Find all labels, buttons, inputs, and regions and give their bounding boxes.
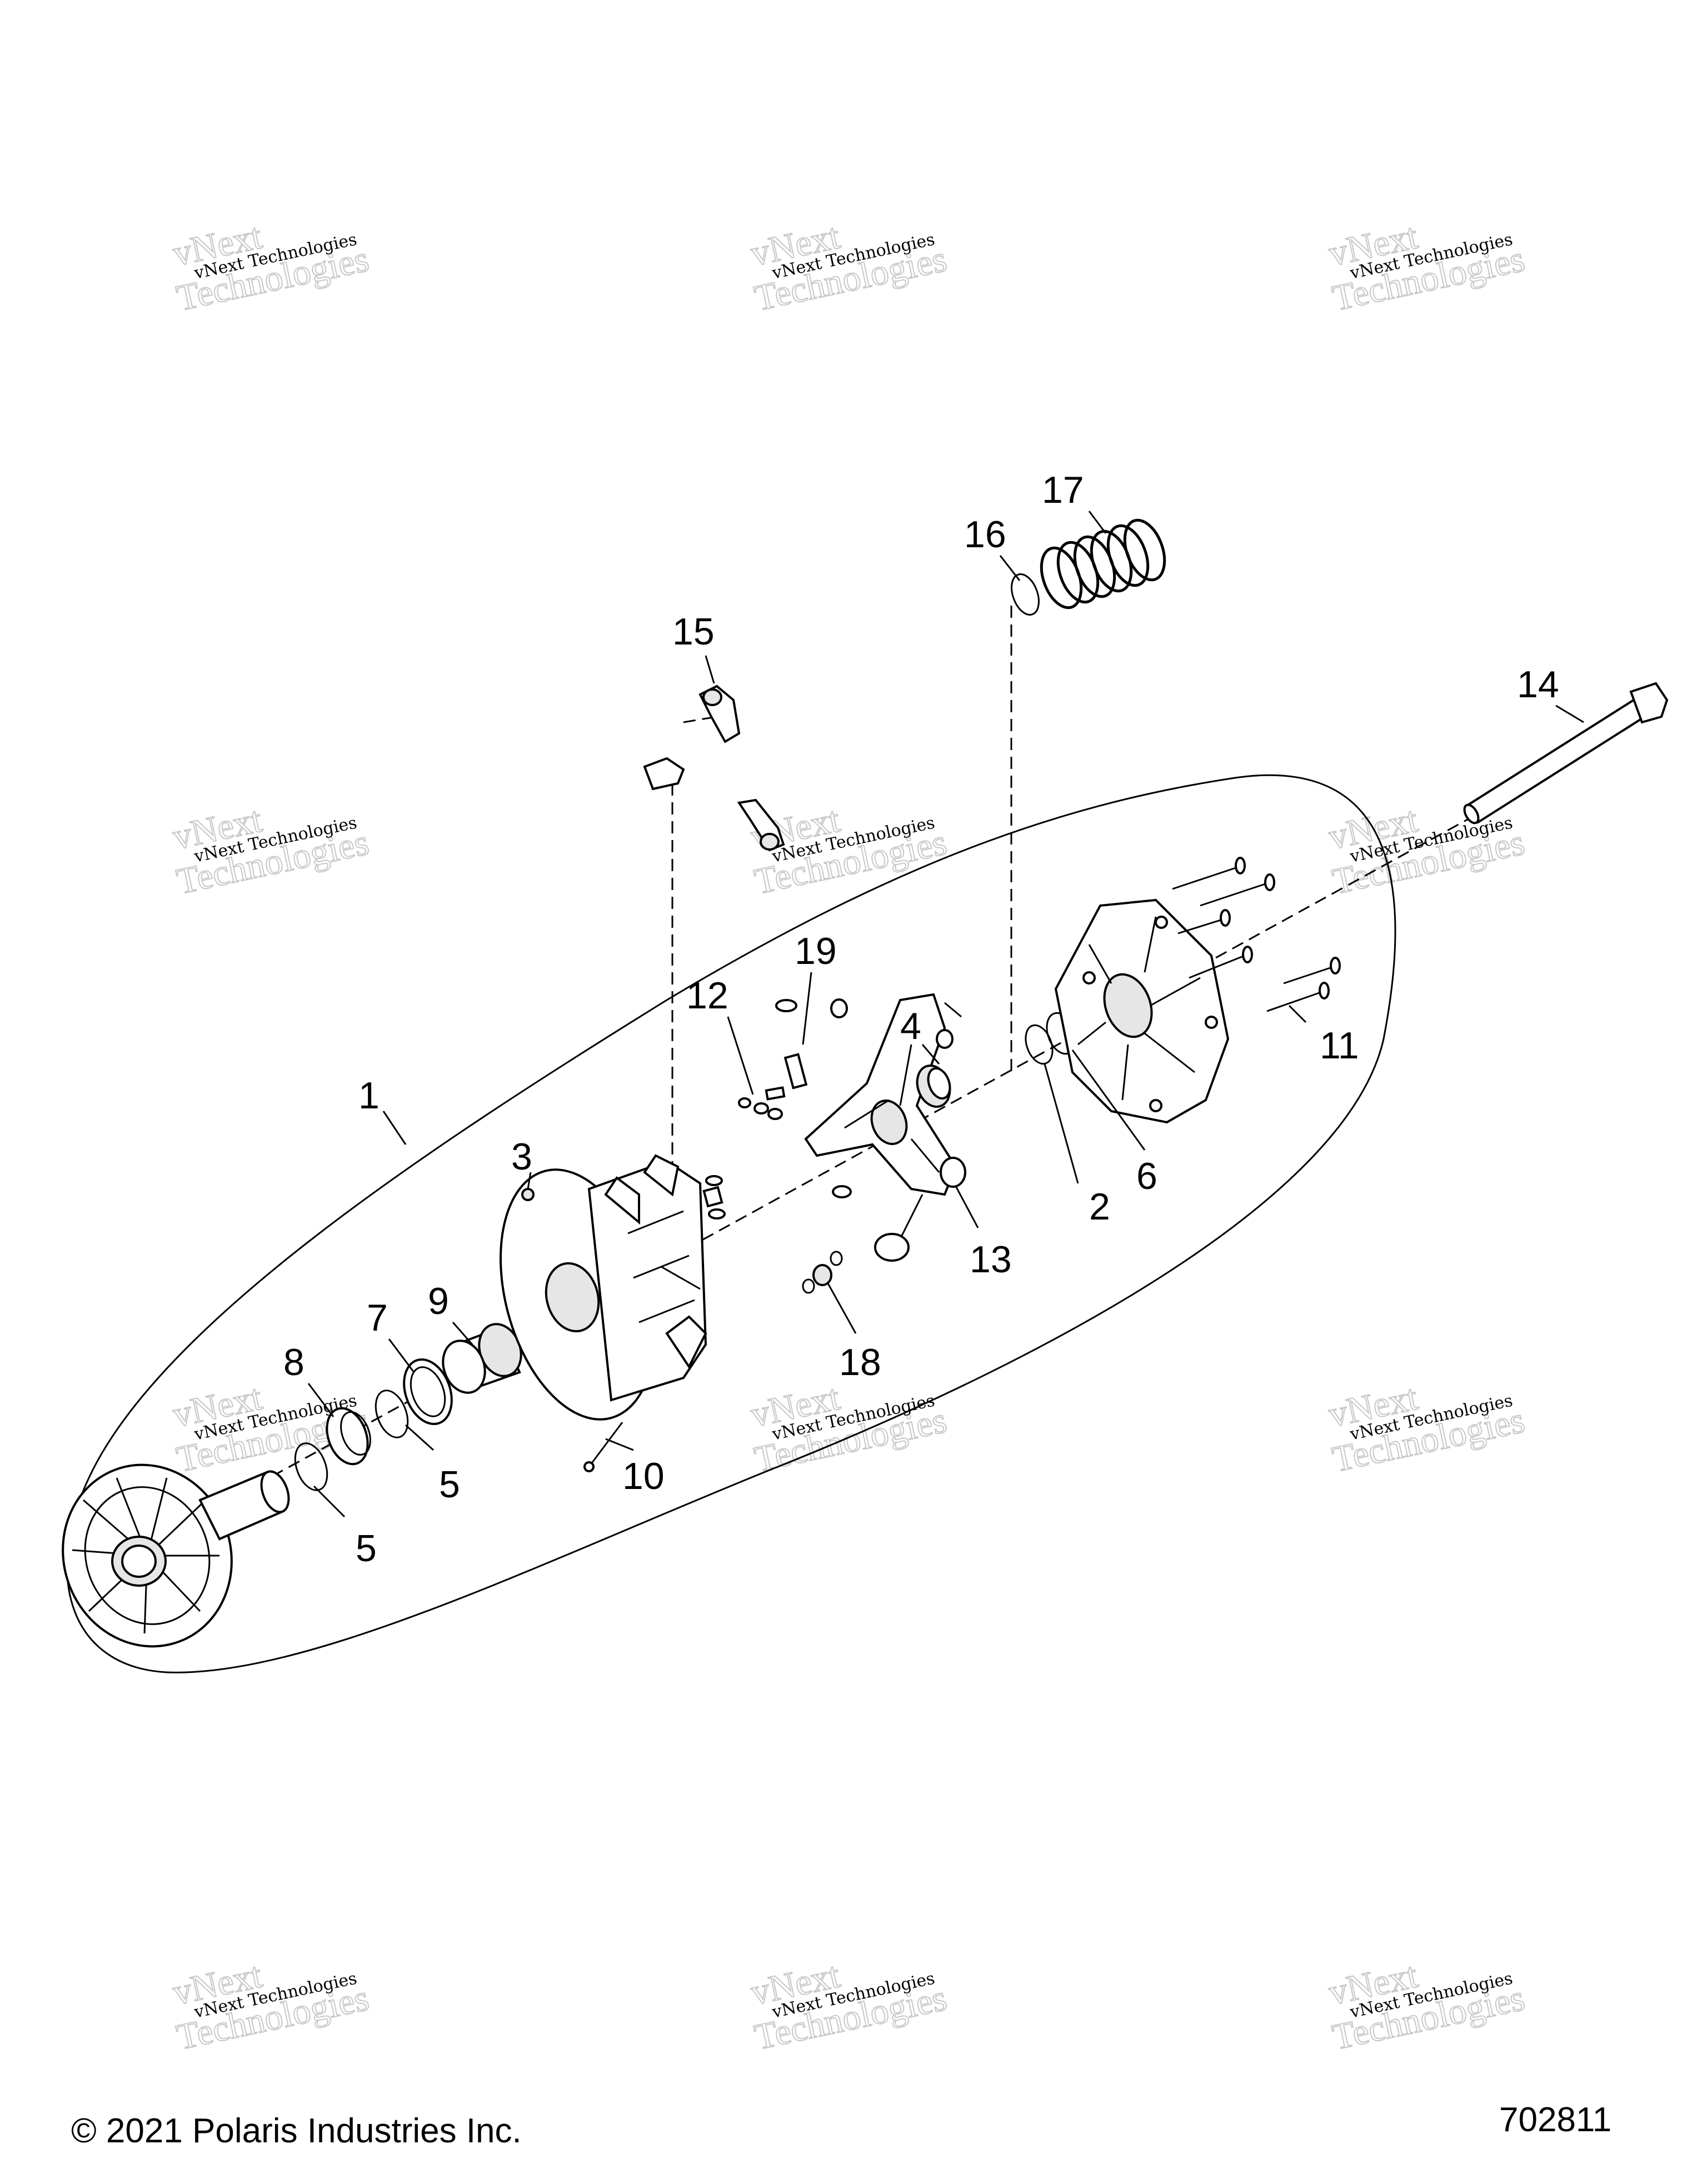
small-rollers xyxy=(702,1086,786,1220)
bolt-14 xyxy=(1463,682,1669,824)
callout-10: 10 xyxy=(622,1455,665,1497)
callout-4: 4 xyxy=(900,1005,921,1047)
leader-lines xyxy=(307,511,1584,1518)
watermark: vNext Technologies vNext Technologies xyxy=(169,1954,373,2058)
flyweights-15 xyxy=(643,684,785,852)
retaining-ring-5b xyxy=(375,1390,409,1438)
callout-2: 2 xyxy=(1089,1186,1110,1228)
watermark: vNext Technologies vNext Technologies xyxy=(747,215,951,319)
watermark: vNext Technologies vNext Technologies xyxy=(169,215,373,319)
watermark: vNext Technologies vNext Technologies xyxy=(1325,1376,1529,1480)
callout-15: 15 xyxy=(672,611,715,653)
bushing-4 xyxy=(916,1064,951,1108)
callout-19: 19 xyxy=(795,930,837,972)
assembly-outline xyxy=(66,774,1396,1673)
callout-11: 11 xyxy=(1320,1024,1359,1067)
callout-5b: 5 xyxy=(439,1463,460,1506)
bushing-8 xyxy=(326,1407,371,1466)
spring-17 xyxy=(1040,518,1166,609)
screws-11 xyxy=(1172,857,1341,1012)
callout-16: 16 xyxy=(964,513,1006,556)
ring-16 xyxy=(1011,573,1040,616)
callout-5a: 5 xyxy=(356,1527,377,1570)
callout-13: 13 xyxy=(970,1238,1012,1281)
callout-3: 3 xyxy=(511,1136,532,1178)
set-screw-3 xyxy=(521,1188,535,1201)
callout-6: 6 xyxy=(1136,1155,1157,1197)
callout-17: 17 xyxy=(1042,469,1084,511)
spider xyxy=(775,993,966,1262)
watermark: vNext Technologies vNext Technologies xyxy=(169,798,373,902)
diagram-number: 702811 xyxy=(1499,2101,1612,2139)
movable-sheave xyxy=(500,1154,707,1421)
cover xyxy=(1054,898,1230,1124)
watermark: vNext Technologies vNext Technologies xyxy=(1325,215,1529,319)
bushing-7 xyxy=(403,1358,453,1426)
callout-9: 9 xyxy=(428,1280,449,1322)
retaining-ring-5a xyxy=(294,1442,328,1491)
callout-12: 12 xyxy=(686,974,728,1017)
watermark: vNext Technologies vNext Technologies xyxy=(1325,1954,1529,2058)
callout-14: 14 xyxy=(1517,663,1559,706)
pin-10 xyxy=(583,1422,623,1472)
callout-7: 7 xyxy=(367,1297,388,1339)
copyright-notice: © 2021 Polaris Industries Inc. xyxy=(71,2112,522,2150)
callouts: 1 2 3 4 5 5 6 7 8 9 10 11 12 13 14 15 16… xyxy=(283,469,1559,1570)
callout-18: 18 xyxy=(839,1341,881,1383)
roller-assembly-18 xyxy=(802,1251,843,1294)
callout-1: 1 xyxy=(358,1074,380,1117)
watermark: vNext Technologies vNext Technologies xyxy=(747,1954,951,2058)
fixed-sheave xyxy=(62,1463,290,1648)
callout-8: 8 xyxy=(283,1341,305,1383)
